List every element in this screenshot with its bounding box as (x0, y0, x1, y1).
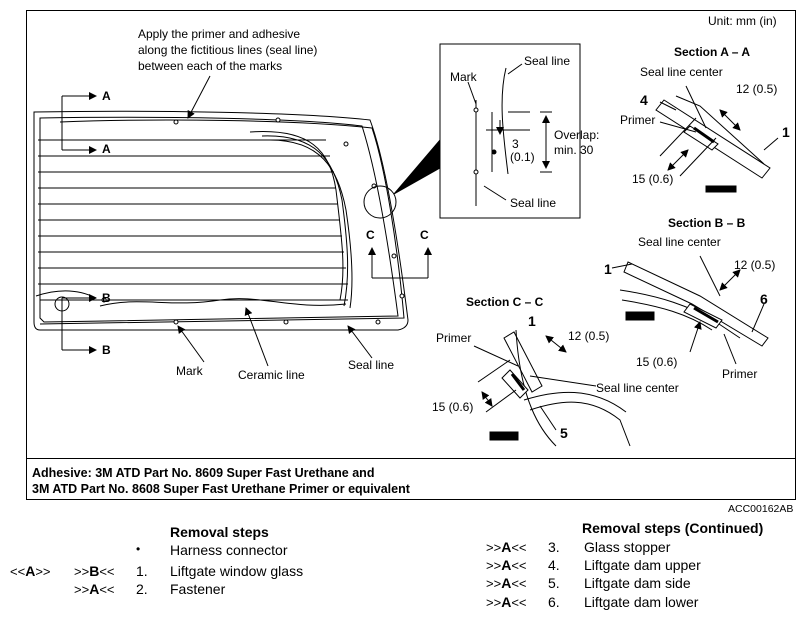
instruction-line-2: along the fictitious lines (seal line) (138, 43, 318, 57)
step-5-code: >>A<< (486, 575, 527, 591)
detail-callout (363, 43, 581, 219)
step-bullet: • (136, 542, 141, 556)
step-3-number: 3. (548, 539, 560, 555)
section-cc-seal-line-center: Seal line center (596, 381, 679, 395)
detail-dim-value: 3 (512, 137, 519, 151)
section-aa-drawing (655, 85, 779, 193)
section-aa-seal-line-center: Seal line center (640, 65, 723, 79)
figure-code: ACC00162AB (728, 503, 794, 515)
section-aa-dim-bottom: 15 (0.6) (632, 172, 674, 186)
section-bb-dim-bottom: 15 (0.6) (636, 355, 678, 369)
section-cc-drawing (473, 329, 631, 447)
detail-seal-line-bottom: Seal line (510, 196, 557, 210)
section-aa-part-4: 4 (640, 92, 648, 108)
step-1-code-a: <<A>> (10, 563, 51, 579)
step-2-text: Fastener (170, 581, 226, 597)
section-marker-b-top: B (102, 291, 111, 305)
section-cc-part-5: 5 (560, 425, 568, 441)
detail-overlap: Overlap: (554, 128, 600, 142)
glass-outline (33, 110, 409, 331)
step-6-code: >>A<< (486, 594, 527, 610)
step-4-number: 4. (548, 557, 560, 573)
step-5-number: 5. (548, 575, 560, 591)
seal-line-label: Seal line (348, 358, 395, 372)
section-marker-a-bottom: A (102, 142, 111, 156)
section-markers (54, 92, 432, 354)
step-4-text: Liftgate dam upper (584, 557, 701, 573)
section-bb-part-6: 6 (760, 291, 768, 307)
caption-line-1: Adhesive: 3M ATD Part No. 8609 Super Fas… (32, 466, 375, 480)
removal-steps-continued-heading: Removal steps (Continued) (582, 520, 764, 536)
section-cc-dim-left: 15 (0.6) (432, 400, 474, 414)
defogger-lines (38, 139, 348, 301)
seal-line (39, 119, 405, 325)
caption-line-2: 3M ATD Part No. 8608 Super Fast Urethane… (32, 482, 410, 496)
detail-mark-label: Mark (450, 70, 477, 84)
section-cc-primer: Primer (436, 331, 472, 345)
detail-dim-inch: (0.1) (510, 150, 535, 164)
detail-view (467, 63, 552, 206)
section-cc-title: Section C – C (466, 295, 544, 309)
section-marker-a-top: A (102, 89, 111, 103)
step-6-text: Liftgate dam lower (584, 594, 699, 610)
main-leaders (177, 75, 373, 367)
section-bb-primer: Primer (722, 367, 758, 381)
mark-label: Mark (176, 364, 203, 378)
ceramic-line-label: Ceramic line (238, 368, 305, 382)
section-marker-c-right: C (420, 228, 429, 242)
step-1-code-b: >>B<< (74, 563, 115, 579)
section-aa-dim-top: 12 (0.5) (736, 82, 778, 96)
step-2-code: >>A<< (74, 581, 115, 597)
step-1-text: Liftgate window glass (170, 563, 304, 579)
section-cc-part-1: 1 (528, 313, 536, 329)
section-bb-title: Section B – B (668, 216, 746, 230)
removal-steps-heading: Removal steps (170, 524, 269, 540)
section-bb-drawing (611, 255, 769, 365)
step-3-text: Glass stopper (584, 539, 671, 555)
ceramic-line (35, 131, 353, 309)
adhesive-caption: Adhesive: 3M ATD Part No. 8609 Super Fas… (26, 458, 796, 500)
section-aa-primer: Primer (620, 113, 656, 127)
step-3-code: >>A<< (486, 539, 527, 555)
step-5-text: Liftgate dam side (584, 575, 691, 591)
section-aa-part-1: 1 (782, 124, 790, 140)
figure-frame (26, 10, 796, 500)
detail-overlap-value: min. 30 (554, 143, 594, 157)
instruction-line-3: between each of the marks (138, 59, 283, 73)
seal-marks (101, 117, 405, 325)
section-cc-dim-top: 12 (0.5) (568, 329, 610, 343)
section-bb-dim-top: 12 (0.5) (734, 258, 776, 272)
step-4-code: >>A<< (486, 557, 527, 573)
detail-seal-line-top: Seal line (524, 54, 571, 68)
step-1-number: 1. (136, 563, 148, 579)
section-marker-b-bottom: B (102, 343, 111, 357)
unit-label: Unit: mm (in) (708, 14, 777, 28)
step-6-number: 6. (548, 594, 560, 610)
section-bb-seal-line-center: Seal line center (638, 235, 721, 249)
step-harness-connector: Harness connector (170, 542, 288, 558)
instruction-line-1: Apply the primer and adhesive (138, 27, 301, 41)
section-marker-c-left: C (366, 228, 375, 242)
section-bb-part-1: 1 (604, 261, 612, 277)
step-2-number: 2. (136, 581, 148, 597)
section-aa-title: Section A – A (674, 45, 751, 59)
